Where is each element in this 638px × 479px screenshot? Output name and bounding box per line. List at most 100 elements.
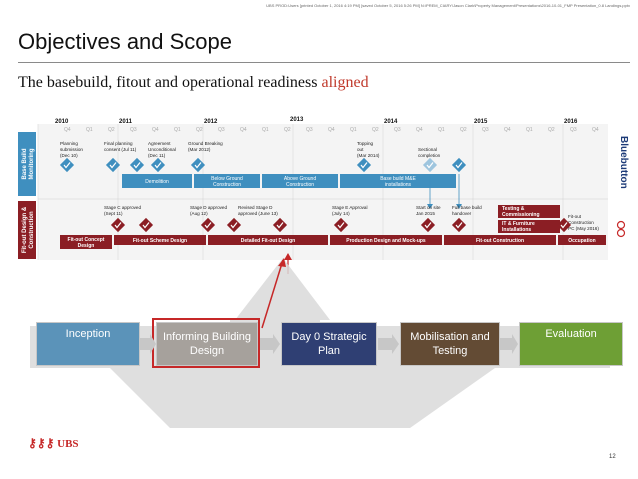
subtitle-main: The basebuild, fitout and operational re… [18,74,322,91]
milestone-text: Sectional [418,147,437,152]
fitout-milestone-start-on-site: Start on site Jan 2015 [416,205,441,216]
year-label: 2011 [119,119,133,125]
quarter-label: Q3 [306,127,313,133]
milestone-text: out [357,147,364,152]
base-milestone-final-consent: Final planning consent (Jul 11) [104,141,137,152]
bar-it-furniture: IT & Furniture Installations [498,220,560,233]
check-marker-icon [556,217,572,233]
milestone-text: handover [452,211,472,216]
milestone-text: Jan 2015 [416,211,435,216]
quarter-label: Q4 [152,127,159,133]
bar-label: IT & Furniture [502,221,535,227]
ubs-keys-icon: ⚷⚷⚷ [28,436,55,450]
base-milestone-topping-out: Topping out (Mar 2014) [357,141,380,158]
milestone-text: Stage D approved [190,205,227,210]
row-label-line: Construction [29,211,35,249]
file-path-meta: UBS PROD:Users [printed October 1, 2016 … [266,3,630,8]
year-label: 2010 [55,119,69,125]
milestone-text: (Dec 10) [60,153,78,158]
phase-evaluation: Evaluation [519,322,623,366]
milestone-text: Ground Breaking [188,141,223,146]
row-label-line: Base Build [22,148,28,179]
row-label-base-build: Base Build Monitoring [18,132,36,196]
fitout-milestone-stage-e: Stage E Approval (July 14) [332,205,368,216]
milestone-text: Fit-out [568,214,582,219]
phase-label: Evaluation [545,328,597,340]
phase-mobilisation-testing: Mobilisation and Testing [400,322,500,366]
bar-detailed-design: Detailed Fit-out Design [208,235,328,245]
phase-label: Day 0 Strategic Plan [291,331,367,357]
quarter-axis: Q4 Q1 Q2 Q3 Q4 Q1 Q2 Q3 Q4 Q1 Q2 Q3 Q4 Q… [64,127,599,133]
brand-symbol-icon [616,220,626,238]
bar-label: Above Ground [284,176,316,182]
bar-above-ground: Above Ground Construction [262,174,338,188]
quarter-label: Q1 [438,127,445,133]
phase-connectors [140,334,518,354]
milestone-text: completion [418,153,441,158]
brand-mark: Bluebutton [618,136,629,189]
check-marker-icon [451,157,467,173]
quarter-label: Q2 [548,127,555,133]
quarter-label: Q4 [504,127,511,133]
quarter-label: Q2 [284,127,291,133]
quarter-label: Q3 [130,127,137,133]
row-label-fitout: Fit-out Design & Construction [18,201,36,259]
bar-testing-commissioning: Testing & Commissioning [498,205,560,218]
chevron-right-icon [500,334,518,354]
bar-label: Demolition [145,179,169,185]
phase-day0-strategic-plan: Day 0 Strategic Plan [281,322,377,366]
logo-text: UBS [57,438,79,450]
check-marker-icon [272,217,288,233]
bar-label: Construction [213,182,241,188]
milestone-text: Planning [60,141,78,146]
bar-production-design: Production Design and Mock-ups [330,235,442,245]
phase-informing-building-design: Informing Building Design [156,322,258,366]
quarter-label: Q4 [64,127,71,133]
year-label: 2013 [290,117,304,123]
row-label-line: Fit-out Design & [22,206,28,253]
quarter-label: Q4 [592,127,599,133]
quarter-label: Q3 [570,127,577,133]
year-label: 2014 [384,119,398,125]
milestone-text: Stage E Approval [332,205,368,210]
bar-label: Testing & [502,206,525,212]
milestone-text: (July 14) [332,211,350,216]
bar-fitout-construction: Fit-out Construction [444,235,556,245]
bar-label: Production Design and Mock-ups [346,238,426,244]
milestone-text: (Sept 11) [104,211,123,216]
quarter-label: Q2 [372,127,379,133]
quarter-label: Q4 [328,127,335,133]
milestone-text: Unconditional [148,147,176,152]
chevron-right-icon [140,334,156,354]
bar-occupation: Occupation [558,235,606,245]
milestone-text: Revised Stage D [238,205,273,210]
milestone-text: Stage C approved [104,205,141,210]
phase-inception: Inception [36,322,140,366]
milestone-text: PC (May 2016) [568,226,599,231]
milestone-text: Construction [568,220,594,225]
chevron-right-icon [378,334,399,354]
bar-label: Detailed Fit-out Design [241,238,295,244]
fitout-milestone-stage-c: Stage C approved (Sept 11) [104,205,141,216]
ubs-logo: ⚷⚷⚷ UBS [28,436,79,451]
check-marker-icon [451,217,467,233]
quarter-label: Q3 [482,127,489,133]
quarter-label: Q1 [350,127,357,133]
quarter-label: Q1 [526,127,533,133]
quarter-label: Q4 [416,127,423,133]
quarter-label: Q3 [218,127,225,133]
milestone-text: Full base build [452,205,482,210]
bar-scheme-design: Fit-out Scheme Design [114,235,206,245]
bar-label: Base build M&E [380,176,416,182]
bar-below-ground: Below Ground Construction [194,174,260,188]
year-label: 2015 [474,119,488,125]
check-marker-icon [422,157,438,173]
fitout-milestone-pc: Fit-out Construction PC (May 2016) [568,214,599,231]
quarter-label: Q2 [196,127,203,133]
milestone-text: (Mar 2014) [357,153,380,158]
quarter-label: Q2 [108,127,115,133]
quarter-label: Q4 [240,127,247,133]
milestone-text: Final planning [104,141,133,146]
page-number: 12 [609,454,616,460]
base-milestone-planning: Planning submission (Dec 10) [60,141,83,158]
